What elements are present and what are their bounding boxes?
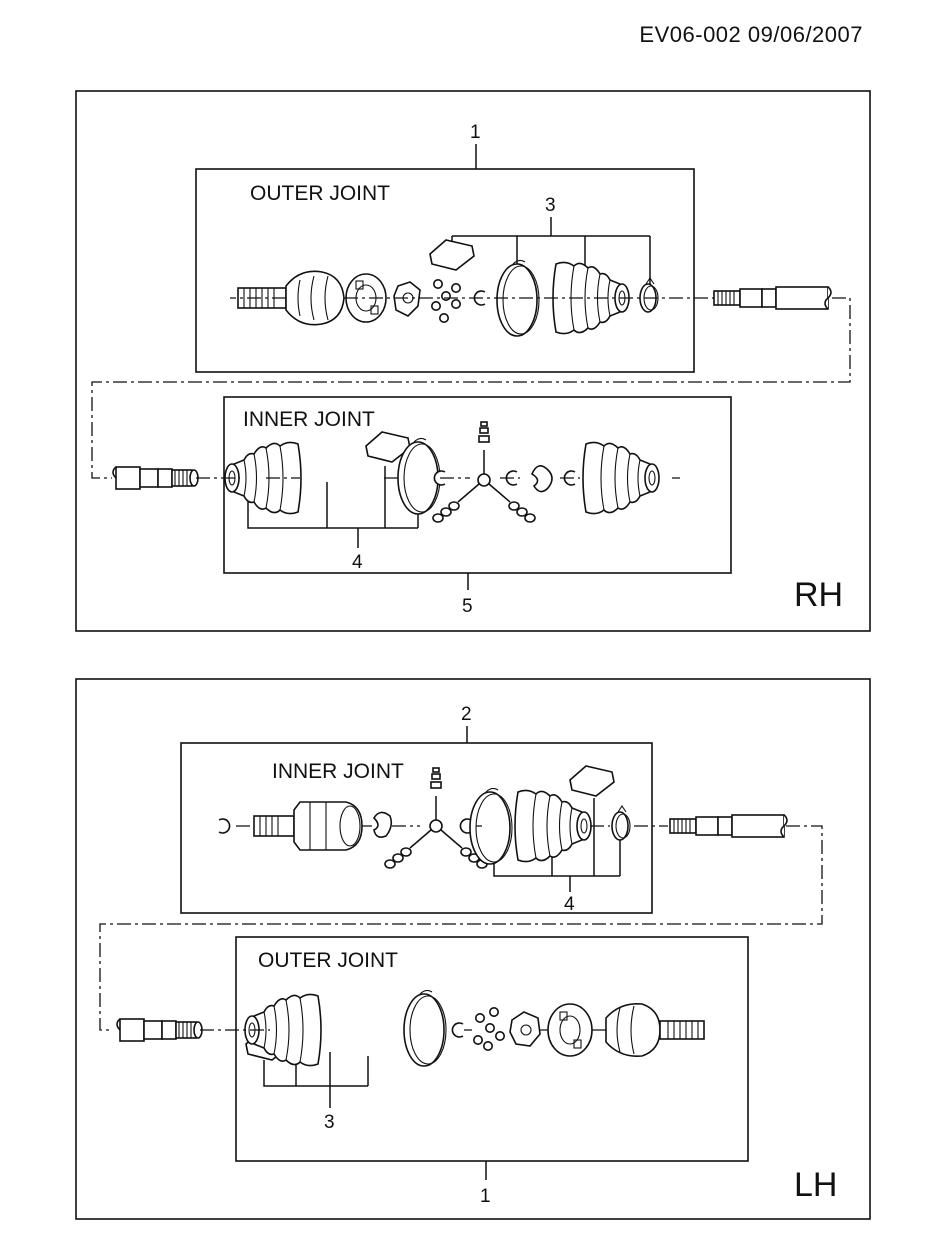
rh-inner-joint-title: INNER JOINT: [243, 408, 375, 431]
lh-callout-4-leader: [493, 798, 621, 892]
lh-panel-frame: [75, 678, 871, 1220]
rh-outer-joint-parts: [237, 239, 659, 337]
rh-callout-5: 5: [462, 596, 473, 617]
lh-inner-joint-parts: [218, 765, 631, 869]
lh-outer-joint-title: OUTER JOINT: [258, 949, 398, 972]
rh-outer-joint-box: [195, 168, 695, 373]
rh-inner-joint-box: [223, 396, 732, 574]
rh-panel-frame: [75, 90, 871, 632]
rh-side-label: RH: [794, 576, 843, 614]
lh-connecting-centerline: [99, 825, 823, 1031]
rh-callout-3-leader: [451, 217, 651, 292]
lh-side-label: LH: [794, 1166, 837, 1204]
lh-callout-3: 3: [324, 1112, 335, 1133]
rh-callout-1: 1: [470, 122, 481, 143]
rh-panel: RH OUTER JOINT 1 3: [75, 90, 871, 632]
lh-callout-2: 2: [461, 704, 472, 725]
lh-callout-4: 4: [564, 894, 575, 915]
lh-inner-joint-box: [180, 742, 653, 914]
lh-panel: LH INNER JOINT 2 4: [75, 678, 871, 1220]
rh-outer-joint-title: OUTER JOINT: [250, 182, 390, 205]
rh-inner-joint-parts: [112, 421, 660, 523]
lh-outer-joint-parts: [116, 989, 705, 1067]
lh-outer-joint-box: [235, 936, 749, 1162]
rh-callout-3: 3: [545, 195, 556, 216]
rh-callout-4: 4: [352, 552, 363, 573]
lh-callout-1: 1: [480, 1186, 491, 1207]
rh-callout-4-leader: [247, 466, 419, 548]
lh-inner-joint-title: INNER JOINT: [272, 760, 404, 783]
rh-connecting-centerline: [91, 297, 851, 479]
document-id: EV06-002 09/06/2007: [639, 22, 863, 47]
